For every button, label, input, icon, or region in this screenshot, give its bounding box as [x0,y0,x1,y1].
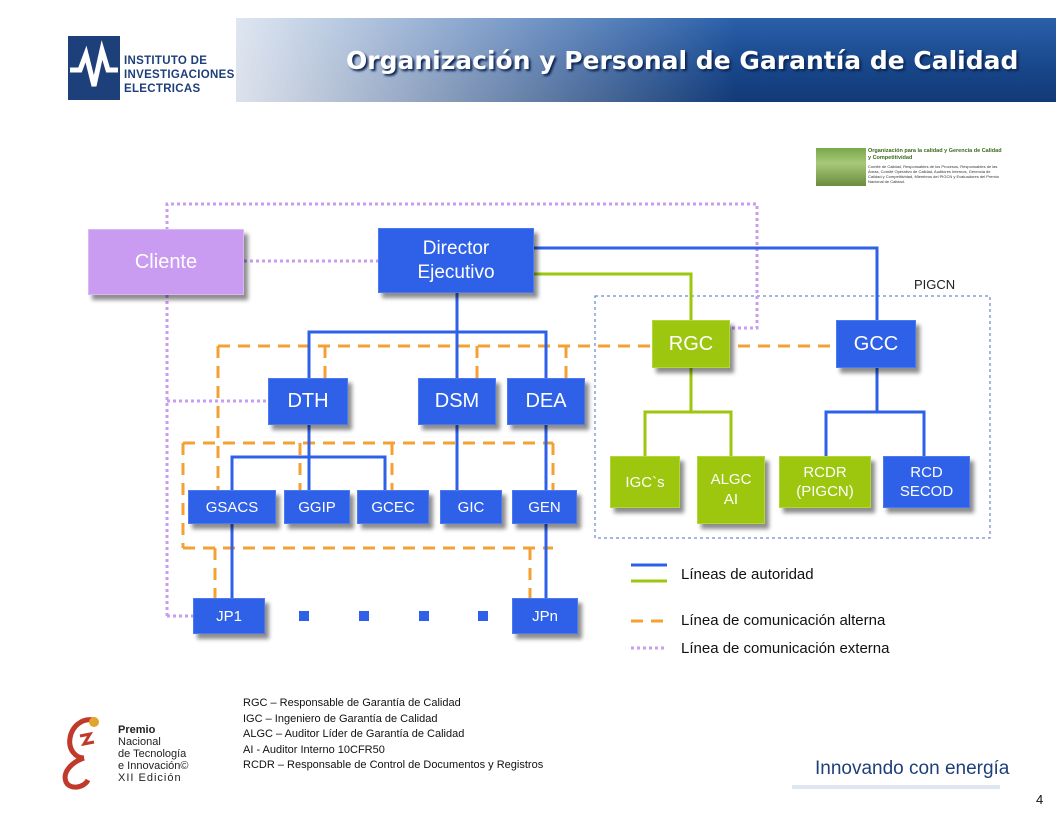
premio-line: e Innovación© [118,760,189,772]
node-rcd-secod: RCD SECOD [883,456,970,508]
abbreviation-item: RGC – Responsable de Garantía de Calidad [243,697,461,709]
node-igcs: IGC`s [610,456,680,508]
node-label: GEN [528,498,561,516]
node-gcc: GCC [836,320,916,368]
node-label: Director [422,237,490,259]
node-label: GGIP [298,498,336,516]
legend-alternate-label: Línea de comunicación alterna [681,612,886,629]
page-number: 4 [1036,792,1044,807]
node-label: ALGC [710,471,752,488]
node-jp1: JP1 [193,598,265,634]
iie-logo-icon [68,36,120,100]
abbreviation-item: IGC – Ingeniero de Garantía de Calidad [243,712,438,725]
premio-line: XII Edición [118,772,182,784]
node-gic: GIC [440,490,502,524]
header-gradient [236,18,736,102]
alternate-lines [181,344,836,598]
ellipsis-square [299,611,309,621]
premio-line: Nacional [118,736,161,748]
node-label: JPn [532,607,558,625]
ellipsis-squares [299,611,488,621]
abbreviation-item: RCDR – Responsable de Control de Documen… [243,759,544,771]
node-label: SECOD [899,483,954,500]
ellipsis-square [359,611,369,621]
tagline: Innovando con energía [815,758,1010,779]
node-dsm: DSM [418,378,496,425]
page-title: Organización y Personal de Garantía de C… [346,46,1019,75]
node-label: DSM [434,390,480,412]
node-label: RCD [910,464,943,481]
node-label: DEA [525,390,567,412]
abbreviation-list: RGC – Responsable de Garantía de Calidad… [243,696,543,774]
node-label: IGC`s [625,473,665,491]
tagline-underline [792,785,1000,789]
logo-line: INVESTIGACIONES [124,69,235,81]
node-algc-ai: ALGC AI [697,456,765,524]
abbreviation-item: AI - Auditor Interno 10CFR50 [243,743,385,756]
node-gcec: GCEC [357,490,429,524]
premio-line: de Tecnología [118,748,187,760]
node-gsacs: GSACS [188,490,276,524]
pigcn-group-label: PIGCN [914,277,956,292]
node-label: Ejecutivo [417,261,495,283]
iie-logo-text: INSTITUTO DE INVESTIGACIONES ELECTRICAS [124,54,235,96]
node-dea: DEA [507,378,585,425]
thumbnail-body: Comité de Calidad, Responsables de los P… [868,164,999,184]
logo-line: INSTITUTO DE [124,55,208,67]
node-label: GCEC [371,498,415,516]
premio-logo-icon [62,717,99,790]
ellipsis-square [419,611,429,621]
authority-green-lines [534,272,733,456]
node-label: JP1 [216,607,242,625]
node-dth: DTH [268,378,348,425]
premio-text: Premio Nacional de Tecnología e Innovaci… [118,724,189,784]
node-label: GSACS [205,498,259,516]
node-label: Cliente [134,250,198,273]
node-label: AI [723,491,739,508]
authority-blue-lines [230,246,926,598]
abbreviation-item: ALGC – Auditor Líder de Garantía de Cali… [243,728,465,740]
premio-logo: Premio Nacional de Tecnología e Innovaci… [54,714,224,790]
node-director-ejecutivo: Director Ejecutivo [378,228,534,293]
node-rgc: RGC [652,320,730,368]
node-rcdr-pigcn: RCDR (PIGCN) [779,456,871,508]
node-label: GCC [853,332,899,355]
legend-authority-label: Líneas de autoridad [681,566,814,583]
iie-logo: INSTITUTO DE INVESTIGACIONES ELECTRICAS [68,36,238,100]
node-label: GIC [457,498,485,516]
node-cliente: Cliente [88,229,244,295]
node-label: RGC [668,332,714,355]
node-ggip: GGIP [284,490,350,524]
legend-swatches [631,563,667,650]
logo-line: ELECTRICAS [124,83,201,95]
external-lines [165,202,759,618]
thumbnail-photo [816,148,866,186]
node-gen: GEN [512,490,577,524]
quality-thumbnail: Organización para la calidad y Gerencia … [816,146,1004,188]
ellipsis-square [478,611,488,621]
legend-external-label: Línea de comunicación externa [681,640,890,657]
node-label: RCDR [803,464,847,481]
pigcn-group-box [594,295,991,539]
premio-line: Premio [118,724,156,736]
node-jpn: JPn [512,598,578,634]
thumbnail-title: Organización para la calidad y Gerencia … [868,148,1002,161]
node-label: DTH [287,390,329,412]
node-label: (PIGCN) [796,483,854,500]
